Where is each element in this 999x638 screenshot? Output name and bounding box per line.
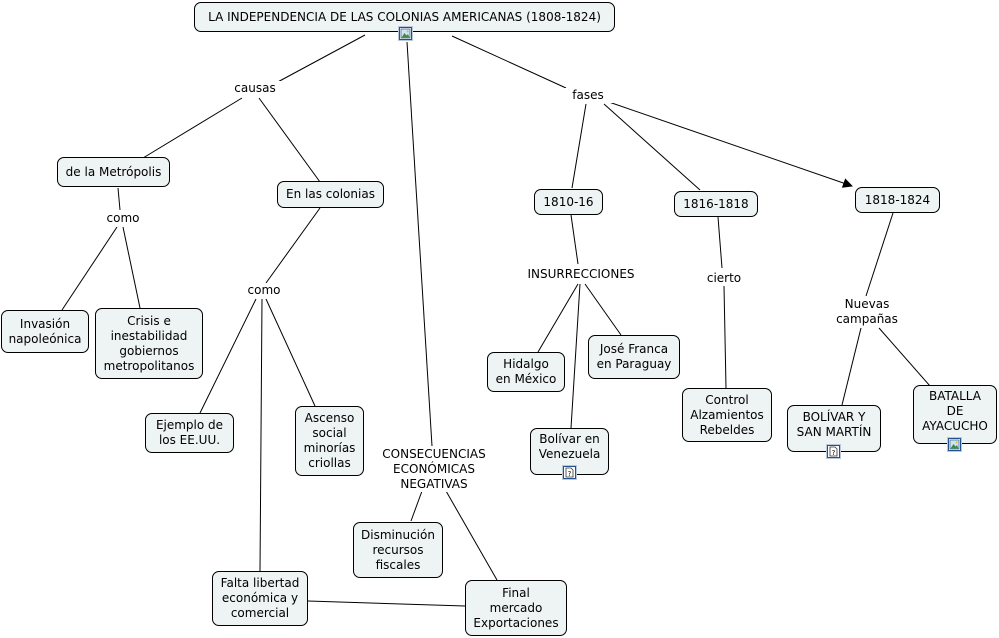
link-como-ascenso [265, 298, 316, 407]
link-insurrecciones-hidalgo [537, 283, 579, 353]
link-insurrecciones-francia [584, 283, 622, 336]
concept-eeuu[interactable]: Ejemplo de los EE.UU. [145, 413, 234, 453]
link-title-fases [451, 35, 567, 89]
link-cierto-control [723, 285, 727, 389]
label-causas: causas [228, 81, 282, 96]
link-insurrecciones-bolivar [570, 283, 581, 429]
link-como-invasion [61, 226, 118, 311]
concept-1810-16[interactable]: 1810-16 [534, 189, 603, 215]
label-como-colonias: como [241, 283, 287, 298]
link-nuevas-ayacucho [878, 327, 931, 387]
link-fases-1816 [603, 103, 701, 191]
link-fases-1810 [571, 103, 587, 189]
concept-control[interactable]: Control Alzamientos Rebeldes [682, 388, 772, 442]
label-consecuencias: CONSECUENCIAS ECONÓMICAS NEGATIVAS [372, 447, 496, 492]
concept-francia[interactable]: José Franca en Paraguay [588, 335, 680, 379]
link-nuevas-bolivar [841, 327, 862, 406]
document-question-icon[interactable]: ? [563, 466, 576, 479]
concept-hidalgo[interactable]: Hidalgo en México [487, 352, 565, 392]
link-metropolis-como [117, 187, 121, 211]
concept-ascenso[interactable]: Ascenso social minorías criollas [295, 406, 364, 476]
link-causas-colonias [258, 97, 321, 183]
concept-falta[interactable]: Falta libertad económica y comercial [212, 571, 308, 626]
concept-1816-1818[interactable]: 1816-1818 [674, 191, 758, 217]
concept-colonias[interactable]: En las colonias [277, 181, 384, 208]
label-como-metropolis: como [100, 211, 146, 226]
link-title-consecuencias [406, 41, 433, 447]
svg-text:?: ? [832, 449, 836, 457]
concept-disminucion[interactable]: Disminución recursos fiscales [353, 522, 443, 578]
link-falta-final [307, 600, 466, 607]
image-icon[interactable] [399, 27, 412, 40]
link-1816-cierto [717, 216, 723, 269]
link-colonias-como [265, 207, 321, 284]
document-question-icon[interactable]: ? [827, 445, 840, 458]
link-title-causas [273, 34, 366, 85]
concept-invasion[interactable]: Invasión napoleónica [1, 310, 89, 353]
label-nuevas-campanas: Nuevas campañas [827, 297, 907, 327]
link-1810-insurrecciones [570, 214, 579, 265]
label-insurrecciones: INSURRECCIONES [519, 267, 643, 282]
link-como-falta [259, 298, 263, 572]
concept-final[interactable]: Final mercado Exportaciones [465, 580, 567, 636]
concept-1818-1824[interactable]: 1818-1824 [855, 187, 940, 213]
image-icon[interactable] [948, 438, 961, 451]
concept-metropolis[interactable]: de la Metrópolis [57, 157, 170, 187]
link-1818-nuevas [865, 212, 894, 297]
link-consecuencias-disminucion [410, 490, 423, 522]
link-como-crisis [122, 226, 141, 309]
svg-text:?: ? [568, 470, 572, 478]
label-fases: fases [563, 88, 613, 103]
link-fases-1818 [605, 100, 853, 188]
link-como-eeuu [199, 298, 257, 414]
label-cierto: cierto [700, 271, 748, 286]
link-causas-metropolis [142, 97, 243, 159]
concept-crisis[interactable]: Crisis e inestabilidad gobiernos metropo… [95, 308, 203, 379]
link-consecuencias-final [445, 490, 498, 581]
concept-batalla-ayacucho[interactable]: BATALLA DE AYACUCHO [913, 385, 997, 444]
